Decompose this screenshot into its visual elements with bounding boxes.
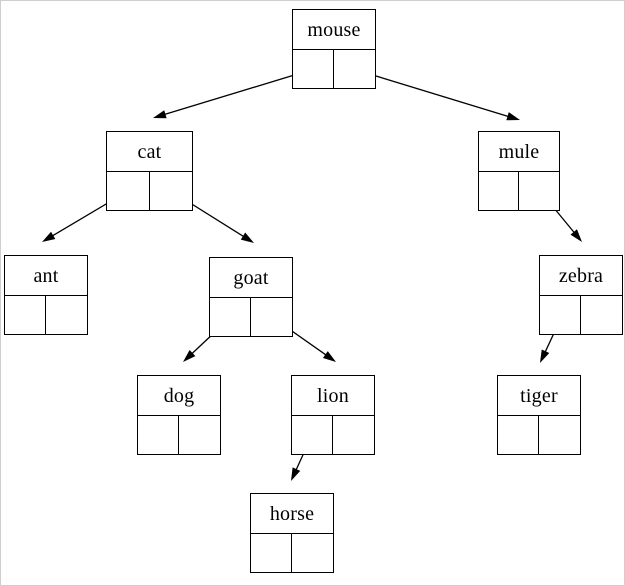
node-label-goat: goat <box>210 258 292 298</box>
left-pointer-cell-horse[interactable] <box>251 534 292 572</box>
tree-node-ant[interactable]: ant <box>4 255 88 335</box>
node-label-mouse: mouse <box>293 10 375 50</box>
left-pointer-cell-ant[interactable] <box>5 296 46 334</box>
right-pointer-cell-goat[interactable] <box>251 298 292 336</box>
right-pointer-cell-zebra[interactable] <box>581 296 622 334</box>
node-pointers-lion <box>292 416 374 454</box>
right-pointer-cell-horse[interactable] <box>292 534 333 572</box>
tree-node-goat[interactable]: goat <box>209 257 293 337</box>
node-label-lion: lion <box>292 376 374 416</box>
right-pointer-cell-cat[interactable] <box>150 172 193 210</box>
node-label-dog: dog <box>138 376 220 416</box>
left-pointer-cell-cat[interactable] <box>107 172 150 210</box>
node-pointers-zebra <box>540 296 622 334</box>
right-pointer-cell-ant[interactable] <box>46 296 87 334</box>
left-pointer-cell-lion[interactable] <box>292 416 333 454</box>
right-pointer-cell-mule[interactable] <box>519 172 559 210</box>
left-pointer-cell-goat[interactable] <box>210 298 251 336</box>
node-label-mule: mule <box>479 132 559 172</box>
node-pointers-dog <box>138 416 220 454</box>
left-pointer-cell-mouse[interactable] <box>293 50 334 88</box>
left-pointer-cell-mule[interactable] <box>479 172 519 210</box>
tree-node-cat[interactable]: cat <box>106 131 193 211</box>
node-pointers-cat <box>107 172 192 210</box>
tree-node-mule[interactable]: mule <box>478 131 560 211</box>
node-label-tiger: tiger <box>498 376 580 416</box>
right-pointer-cell-dog[interactable] <box>179 416 220 454</box>
edge-mouse-to-mule <box>352 68 520 121</box>
node-label-horse: horse <box>251 494 333 534</box>
tree-node-dog[interactable]: dog <box>137 375 221 455</box>
tree-node-zebra[interactable]: zebra <box>539 255 623 335</box>
tree-node-horse[interactable]: horse <box>250 493 334 573</box>
left-pointer-cell-tiger[interactable] <box>498 416 539 454</box>
node-pointers-goat <box>210 298 292 336</box>
node-label-cat: cat <box>107 132 192 172</box>
left-pointer-cell-zebra[interactable] <box>540 296 581 334</box>
node-pointers-ant <box>5 296 87 334</box>
edge-mouse-to-cat <box>153 68 315 119</box>
right-pointer-cell-lion[interactable] <box>333 416 374 454</box>
right-pointer-cell-tiger[interactable] <box>539 416 580 454</box>
node-pointers-mouse <box>293 50 375 88</box>
node-label-ant: ant <box>5 256 87 296</box>
tree-node-tiger[interactable]: tiger <box>497 375 581 455</box>
node-pointers-tiger <box>498 416 580 454</box>
right-pointer-cell-mouse[interactable] <box>334 50 375 88</box>
node-pointers-horse <box>251 534 333 572</box>
node-pointers-mule <box>479 172 559 210</box>
tree-node-lion[interactable]: lion <box>291 375 375 455</box>
tree-node-mouse[interactable]: mouse <box>292 9 376 89</box>
node-label-zebra: zebra <box>540 256 622 296</box>
left-pointer-cell-dog[interactable] <box>138 416 179 454</box>
